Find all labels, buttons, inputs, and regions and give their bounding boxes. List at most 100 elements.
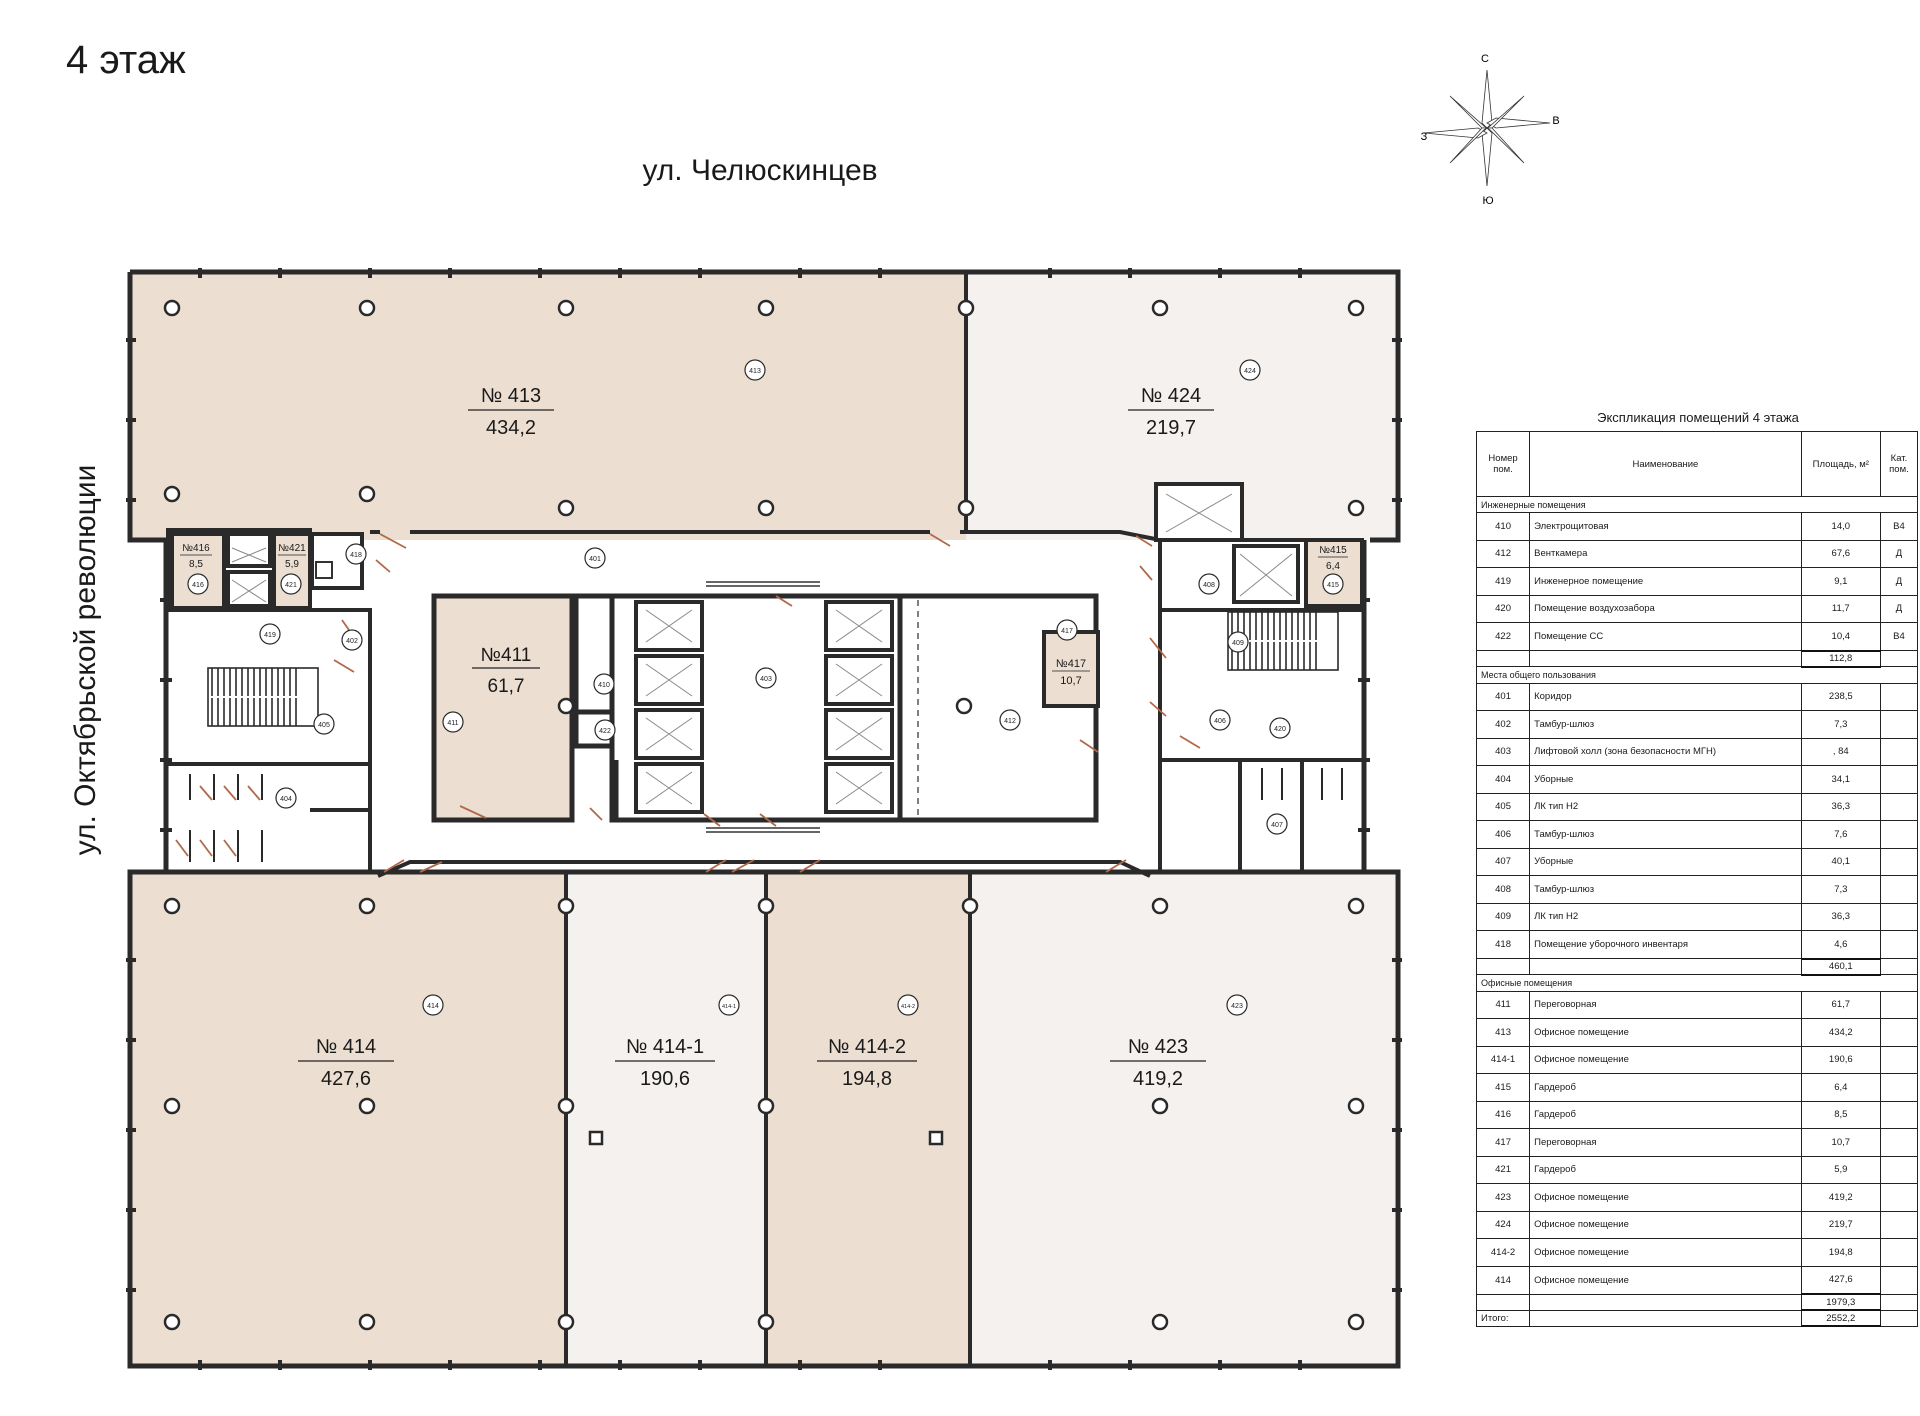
cell-room-name: Тамбур-шлюз <box>1529 875 1802 904</box>
table-section-row: Инженерные помещения <box>1476 496 1918 513</box>
compass-e: В <box>1552 115 1559 127</box>
cell-room-name: ЛК тип Н2 <box>1529 792 1802 821</box>
cell-room-area: 7,3 <box>1800 710 1881 739</box>
street-label-left: ул. Октябрьской революции <box>66 380 106 940</box>
right-services <box>1154 482 1364 608</box>
cell-empty <box>1879 650 1919 667</box>
left-stair <box>207 667 319 727</box>
cell-room-area: 419,2 <box>1800 1183 1881 1212</box>
cell-room-category <box>1879 1045 1919 1074</box>
room-423-fill[interactable] <box>970 874 1395 1364</box>
cell-room-category <box>1879 1183 1919 1212</box>
tag-402: 402 <box>346 638 358 645</box>
cell-room-category: Д <box>1879 539 1919 568</box>
tag-404: 404 <box>280 796 292 803</box>
cell-room-area: 14,0 <box>1800 512 1881 541</box>
room-414-label: № 414 <box>316 1036 376 1058</box>
room-416-label: №416 <box>182 543 210 554</box>
tag-424: 424 <box>1244 368 1256 375</box>
doors <box>175 533 1201 873</box>
right-toilets <box>1261 768 1343 800</box>
cell-room-number: 420 <box>1475 594 1531 623</box>
tag-414-1: 414-1 <box>722 1004 736 1010</box>
cell-room-category <box>1879 765 1919 794</box>
tag-401: 401 <box>589 556 601 563</box>
cell-room-name: Офисное помещение <box>1529 1210 1802 1239</box>
elevator-shafts <box>634 600 894 814</box>
tag-403: 403 <box>760 676 772 683</box>
cell-room-number: 421 <box>1475 1155 1531 1184</box>
cell-room-name: Переговорная <box>1529 990 1802 1019</box>
cell-room-category <box>1879 1155 1919 1184</box>
cell-room-category <box>1879 1265 1919 1295</box>
cell-room-name: Тамбур-шлюз <box>1529 820 1802 849</box>
cell-room-area: 11,7 <box>1800 594 1881 623</box>
cell-room-name: Офисное помещение <box>1529 1183 1802 1212</box>
cell-room-area: 61,7 <box>1800 990 1881 1019</box>
compass-north-arm <box>1481 69 1493 129</box>
tag-412: 412 <box>1004 718 1016 725</box>
room-414-1-fill[interactable] <box>566 874 766 1364</box>
tag-421: 421 <box>285 582 297 589</box>
cell-room-category <box>1879 792 1919 821</box>
room-414-2-fill[interactable] <box>766 874 970 1364</box>
compass-s: Ю <box>1482 195 1493 207</box>
table-subtotal-row: 460,1 <box>1475 957 1919 976</box>
core-glazing <box>706 581 820 833</box>
cell-room-name: Инженерное помещение <box>1529 567 1802 596</box>
cell-empty <box>1475 1293 1531 1311</box>
compass-east-arm <box>1486 117 1551 129</box>
cell-room-area: 427,6 <box>1800 1265 1881 1295</box>
table-section-row: Места общего пользования <box>1476 666 1918 684</box>
cell-room-area: 10,7 <box>1800 1128 1881 1157</box>
columns <box>163 299 1365 1331</box>
cell-room-area: 36,3 <box>1800 902 1881 931</box>
cell-room-area: 194,8 <box>1800 1238 1881 1267</box>
cell-subtotal: 1979,3 <box>1800 1293 1881 1311</box>
cell-room-name: Гардероб <box>1529 1100 1802 1129</box>
cell-subtotal: 112,8 <box>1800 649 1881 668</box>
cell-room-name: Электрощитовая <box>1529 512 1802 541</box>
cell-room-category <box>1879 737 1919 766</box>
room-labels: № 413 434,2 № 424 219,7 № 414 427,6 № 41… <box>180 385 1348 1090</box>
room-413-fill[interactable] <box>132 274 966 540</box>
cell-subtotal: 460,1 <box>1800 957 1881 976</box>
cell-room-name: Венткамера <box>1529 539 1802 568</box>
cell-room-area: 190,6 <box>1800 1045 1881 1074</box>
cell-empty <box>1879 1309 1919 1327</box>
tag-422: 422 <box>599 728 611 735</box>
elevator-crosses <box>645 609 883 805</box>
cell-room-category <box>1879 930 1919 959</box>
cell-room-category <box>1879 1210 1919 1239</box>
cell-room-name: Офисное помещение <box>1529 1018 1802 1047</box>
interior-walls <box>166 272 1364 1366</box>
cell-empty <box>1529 650 1802 667</box>
cell-room-area: 34,1 <box>1800 765 1881 794</box>
cell-room-number: 409 <box>1475 902 1531 931</box>
header-area: Площадь, м² <box>1800 431 1881 497</box>
room-411-area: 61,7 <box>488 676 525 697</box>
room-414-1-label: № 414-1 <box>626 1036 704 1058</box>
cell-room-name: Тамбур-шлюз <box>1529 710 1802 739</box>
room-414-fill[interactable] <box>132 874 566 1364</box>
room-413-area: 434,2 <box>486 417 536 439</box>
cell-room-category <box>1879 1100 1919 1129</box>
tag-414: 414 <box>427 1003 439 1010</box>
compass-south-arm <box>1481 127 1493 187</box>
room-417-area: 10,7 <box>1060 675 1081 687</box>
room-tag-texts: 413 424 414 414-1 414-2 423 411 417 416 … <box>192 368 1339 1010</box>
cell-room-number: 418 <box>1475 930 1531 959</box>
explication-table: Номер пом. Наименование Площадь, м² Кат.… <box>1475 431 1919 1327</box>
cell-empty <box>1879 958 1919 975</box>
